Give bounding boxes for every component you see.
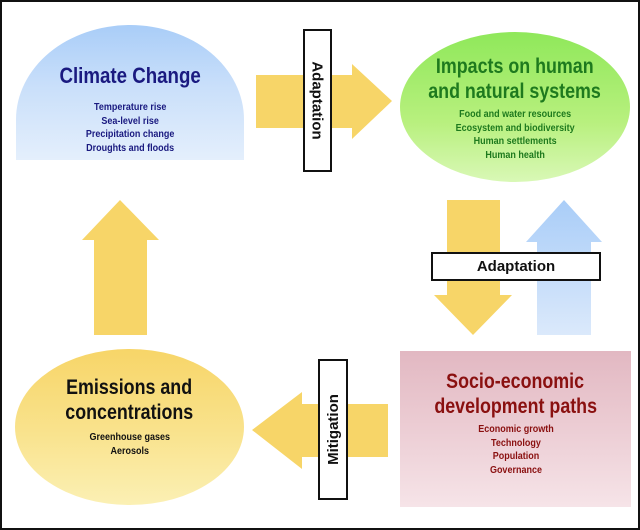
socio-items: Economic growth Technology Population Go…	[478, 423, 554, 477]
climate-item: Precipitation change	[85, 129, 175, 141]
socio-item: Technology	[490, 437, 541, 449]
impacts-item: Human health	[485, 149, 545, 161]
emissions-title-1: Emissions and	[66, 376, 193, 399]
socio-item: Population	[492, 451, 539, 463]
adaptation-label-right: Adaptation	[431, 252, 601, 281]
emissions-item: Greenhouse gases	[89, 432, 170, 444]
emissions-items: Greenhouse gases Aerosols	[89, 431, 170, 458]
impacts-items: Food and water resources Ecosystem and b…	[455, 108, 574, 162]
socio-title-2: development paths	[434, 395, 597, 419]
adaptation-label-top: Adaptation	[303, 29, 332, 172]
climate-change-node: Climate Change Temperature rise Sea-leve…	[16, 25, 244, 160]
mitigation-label: Mitigation	[318, 359, 348, 500]
climate-item: Temperature rise	[93, 102, 167, 114]
emissions-item: Aerosols	[110, 445, 149, 457]
socio-title-1: Socio-economic	[446, 370, 585, 393]
impacts-title-1: Impacts on human	[436, 55, 594, 78]
mitigation-text: Mitigation	[324, 394, 342, 465]
socio-economic-node: Socio-economic development paths Economi…	[400, 351, 631, 507]
climate-title: Climate Change	[59, 63, 201, 88]
arrow-emissions-to-climate	[82, 200, 159, 335]
impacts-item: Ecosystem and biodiversity	[455, 122, 575, 134]
adaptation-right-text: Adaptation	[476, 258, 556, 275]
impacts-node: Impacts on human and natural systems Foo…	[400, 32, 630, 182]
climate-item: Sea-level rise	[101, 115, 159, 127]
impacts-title-2: and natural systems	[428, 80, 602, 104]
climate-item: Droughts and floods	[85, 142, 174, 154]
impacts-item: Food and water resources	[458, 109, 572, 121]
socio-item: Economic growth	[477, 424, 554, 436]
emissions-title-2: concentrations	[65, 401, 194, 425]
emissions-node: Emissions and concentrations Greenhouse …	[15, 349, 244, 505]
socio-item: Governance	[489, 464, 542, 476]
impacts-item: Human settlements	[473, 136, 557, 148]
climate-items: Temperature rise Sea-level rise Precipit…	[86, 101, 175, 155]
adaptation-top-text: Adaptation	[309, 61, 327, 140]
